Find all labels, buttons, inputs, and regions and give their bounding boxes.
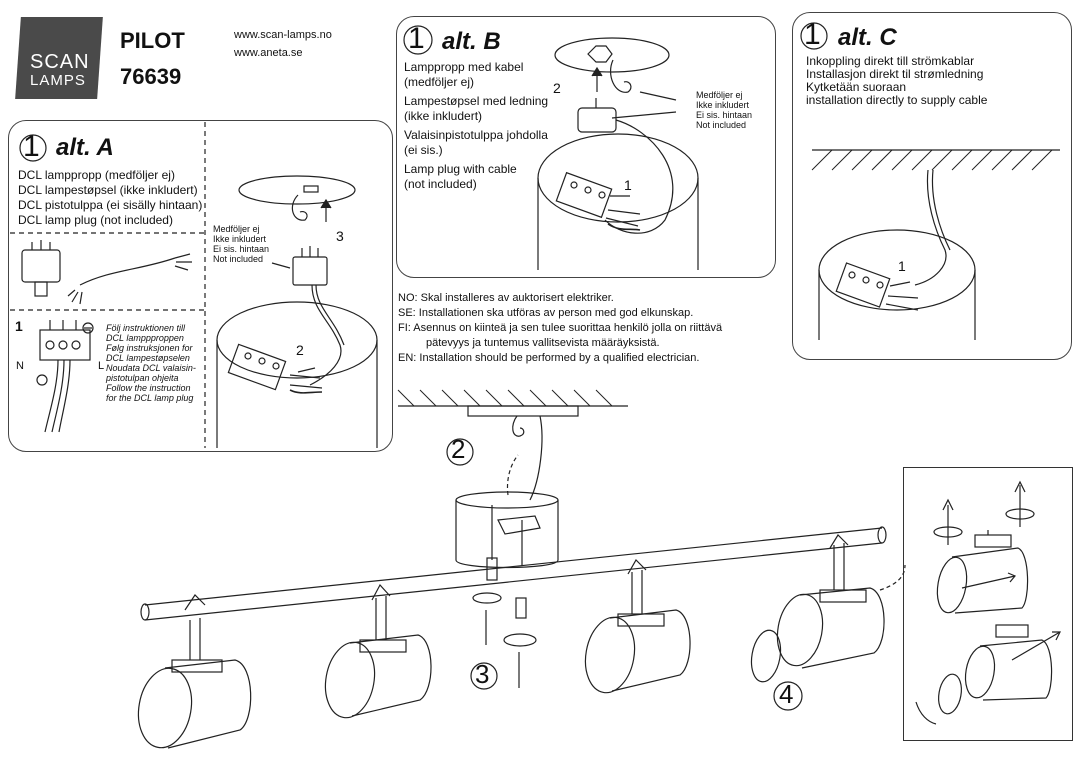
instruction-line: Noudata DCL valaisin- [106, 363, 196, 373]
panel-a-line: DCL pistotulppa (ei sisälly hintaan) [18, 198, 203, 212]
instruction-line: for the DCL lamp plug [106, 393, 194, 403]
note-fi-cont: pätevyys ja tuntemus vallitsevista määrä… [426, 337, 660, 349]
panel-c-text: Inkoppling direkt till strömkablar Insta… [806, 55, 987, 107]
step-2-label: 2 [451, 434, 466, 464]
product-number: 76639 [120, 64, 182, 89]
not-included-line: Ei sis. hintaan [213, 244, 270, 254]
not-included-line: Medföljer ej [213, 224, 260, 234]
panel-a-step-2: 2 [296, 342, 304, 358]
panel-a-instructions: Följ instruktionen till DCL lamppproppen… [106, 323, 196, 403]
instruction-line: Follow the instruction [106, 383, 191, 393]
step-4-label: 4 [779, 679, 794, 709]
panel-a-line: DCL lamp plug (not included) [18, 213, 173, 227]
panel-b-not-included: Medföljer ej Ikke inkludert Ei sis. hint… [696, 90, 752, 130]
brand-logo-line2: LAMPS [30, 72, 86, 89]
url-aneta[interactable]: www.aneta.se [234, 47, 303, 59]
wiring-step: 1 [15, 318, 23, 334]
not-included-line: Not included [696, 120, 747, 130]
panel-b-line: Lamppropp med kabel [404, 60, 524, 74]
panel-a-text: DCL lamppropp (medföljer ej) DCL lampest… [18, 168, 202, 228]
panel-c-title: alt. C [838, 24, 897, 51]
panel-c-line: Kytketään suoraan [806, 80, 907, 94]
panel-c-line: installation directly to supply cable [806, 93, 988, 107]
instruction-line: Følg instruksjonen for [106, 343, 193, 353]
wiring-label-n: N [16, 360, 24, 372]
panel-a-step-3: 3 [336, 228, 344, 244]
url-scan-lamps[interactable]: www.scan-lamps.no [234, 29, 332, 41]
panel-a-line: DCL lamppropp (medföljer ej) [18, 168, 175, 182]
installation-notes: NO: Skal installeres av auktorisert elek… [398, 291, 722, 366]
instruction-line: DCL lamppproppen [106, 333, 184, 343]
step-3-label: 3 [475, 659, 490, 689]
panel-c-step: 1 [804, 18, 821, 51]
note-no: NO: Skal installeres av auktorisert elek… [398, 292, 614, 304]
not-included-line: Ikke inkludert [213, 234, 267, 244]
panel-b-line: (not included) [404, 177, 477, 191]
panel-b-line: (ei sis.) [404, 143, 443, 157]
instruction-line: DCL lampestøpselen [106, 353, 190, 363]
panel-b-line: Lamp plug with cable [404, 162, 517, 176]
instruction-line: pistotulpan ohjeita [106, 373, 179, 383]
panel-b-line: (ikke inkludert) [404, 109, 483, 123]
panel-a-not-included: Medföljer ej Ikke inkludert Ei sis. hint… [213, 224, 269, 264]
panel-c-line: Installasjon direkt til strømledning [806, 67, 984, 81]
not-included-line: Medföljer ej [696, 90, 743, 100]
panel-b-text: Lamppropp med kabel (medföljer ej) Lampe… [404, 60, 548, 192]
wiring-label-l: L [98, 360, 105, 372]
panel-b-step-2: 2 [553, 80, 561, 96]
note-se: SE: Installationen ska utföras av person… [398, 307, 694, 319]
product-name: PILOT [120, 28, 185, 53]
panel-b-line: Lampestøpsel med ledning [404, 94, 549, 108]
panel-c-line: Inkoppling direkt till strömkablar [806, 54, 975, 68]
panel-c-step-1: 1 [898, 258, 906, 274]
note-fi: FI: Asennus on kiinteä ja sen tulee suor… [398, 322, 723, 334]
not-included-line: Ei sis. hintaan [696, 110, 753, 120]
panel-alt-b [396, 16, 776, 278]
detail-inset [903, 467, 1073, 741]
panel-b-step-1: 1 [624, 177, 632, 193]
brand-logo-line1: SCAN [30, 51, 90, 73]
not-included-line: Not included [213, 254, 264, 264]
panel-b-line: Valaisinpistotulppa johdolla [404, 128, 548, 142]
panel-alt-a [8, 120, 393, 452]
panel-b-step: 1 [408, 22, 425, 55]
panel-b-title: alt. B [442, 28, 501, 55]
panel-a-title: alt. A [56, 134, 114, 161]
panel-a-line: DCL lampestøpsel (ikke inkludert) [18, 183, 198, 197]
panel-a-step: 1 [23, 130, 40, 163]
instruction-line: Följ instruktionen till [106, 323, 186, 333]
not-included-line: Ikke inkludert [696, 100, 750, 110]
panel-b-line: (medföljer ej) [404, 75, 475, 89]
note-en: EN: Installation should be performed by … [398, 352, 700, 364]
